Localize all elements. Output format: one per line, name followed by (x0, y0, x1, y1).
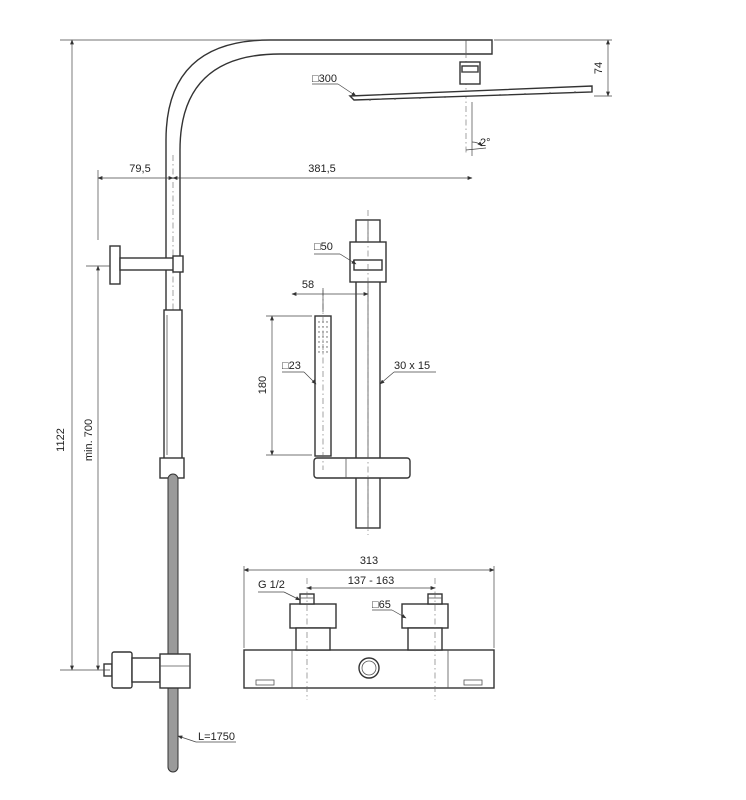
shower-arm (165, 39, 493, 310)
dimension-handshower-length: 180 (257, 315, 312, 456)
connection-thread-label: G 1/2 (258, 579, 285, 591)
left-connector (289, 593, 337, 651)
head-size-label: □300 (312, 73, 337, 85)
shower-head (348, 85, 593, 101)
min-height-label: min. 700 (83, 419, 95, 461)
right-connector (401, 593, 449, 651)
wall-offset-label: 79,5 (129, 163, 150, 175)
mixer-side-view (103, 651, 191, 689)
shower-hose (167, 473, 179, 773)
arm-reach-label: 381,5 (308, 163, 336, 175)
total-height-label: 1122 (55, 428, 67, 452)
dimension-reach: 79,5 381,5 (97, 163, 473, 240)
dimension-head-height: 74 (494, 39, 612, 97)
dimension-handshower-size: □23 (282, 360, 317, 385)
escutcheon-size-label: □65 (372, 599, 391, 611)
wall-bracket (109, 245, 121, 285)
head-height-label: 74 (593, 62, 605, 74)
connection-spacing-label: 137 - 163 (348, 575, 394, 587)
mixer-width-label: 313 (360, 555, 378, 567)
dimension-min-height: min. 700 (83, 265, 110, 671)
dimension-hose-length: L=1750 (177, 731, 236, 743)
mixer-front-view (243, 578, 495, 700)
dimension-tilt: 2° (465, 102, 491, 156)
dimension-head-size: □300 (312, 73, 357, 97)
slide-bar-detail (313, 210, 411, 535)
handshower-offset-label: 58 (302, 279, 314, 291)
dimension-bar-section: 30 x 15 (379, 360, 436, 385)
shower-column (103, 39, 593, 773)
head-nozzles (369, 91, 576, 101)
dimension-mixer-width: 313 (243, 555, 495, 648)
dimension-total-height: 1122 (55, 39, 492, 671)
dimension-handshower-offset: 58 (291, 279, 369, 312)
handshower-length-label: 180 (257, 376, 269, 394)
dimension-slider-size: □50 (314, 241, 357, 265)
bar-section-label: 30 x 15 (394, 360, 430, 372)
dimension-connection-spacing: 137 - 163 (306, 575, 436, 590)
hose-length-label: L=1750 (198, 731, 235, 743)
slider-size-label: □50 (314, 241, 333, 253)
handshower-size-label: □23 (282, 360, 301, 372)
dimension-connection-thread: G 1/2 (258, 579, 301, 601)
handshower-holder (313, 457, 411, 479)
tilt-label: 2° (480, 137, 491, 149)
dimension-escutcheon-size: □65 (372, 599, 407, 619)
